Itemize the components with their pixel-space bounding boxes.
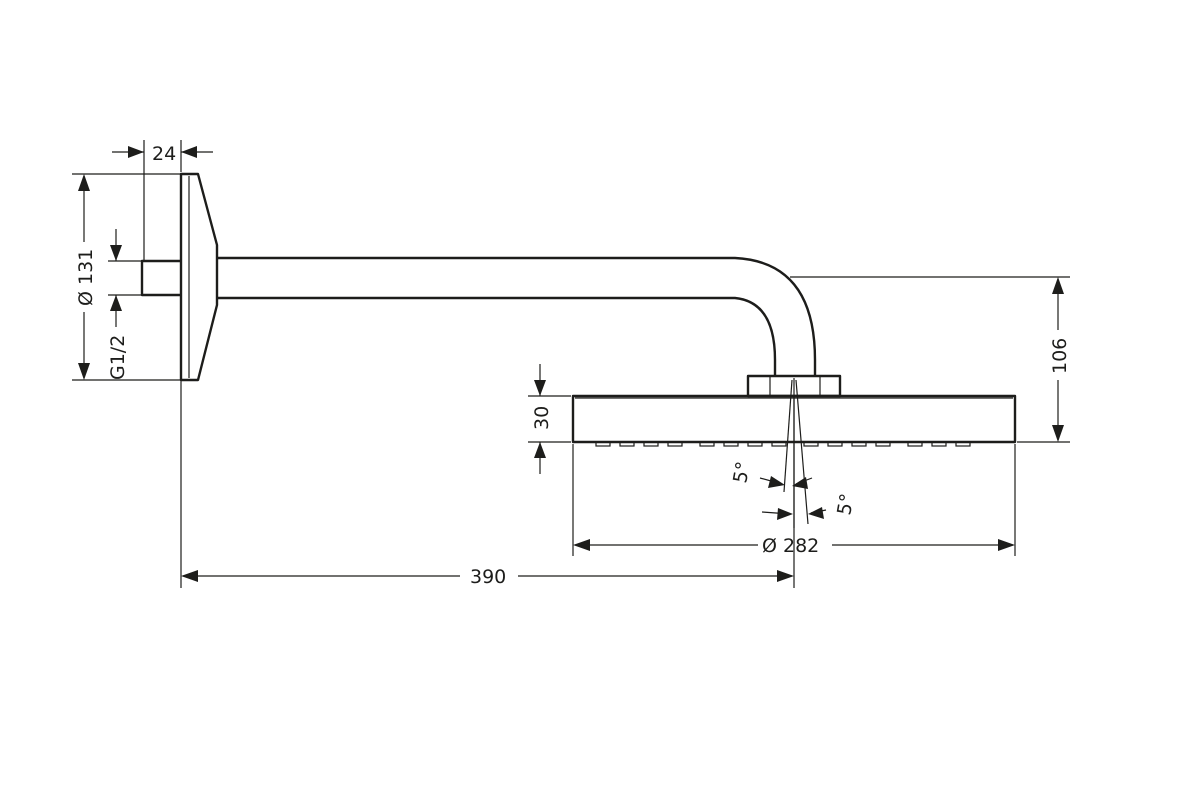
shower-arm: [217, 256, 817, 376]
wall-flange: [179, 172, 219, 382]
flange-diameter-label: Ø 131: [75, 249, 97, 306]
head-height-label: 30: [531, 406, 553, 430]
head-diameter-label: Ø 282: [762, 535, 819, 557]
dimension-tilt-angles: 5° 5°: [729, 378, 859, 528]
arm-projection-label: 390: [470, 566, 506, 588]
thread-connector: [140, 259, 181, 297]
dimension-flange-diameter: Ø 131: [72, 173, 181, 381]
thread-label: G1/2: [107, 335, 129, 380]
shower-head: [571, 394, 1017, 444]
shower-arm-lower-edge: [217, 296, 777, 376]
tilt-right-label: 5°: [833, 492, 858, 517]
dimension-head-diameter: Ø 282: [572, 444, 1016, 557]
dimension-thread: G1/2: [107, 229, 142, 380]
dimension-total-drop: 106: [790, 276, 1071, 443]
dimension-flange-depth: 24: [112, 140, 213, 260]
tilt-left-label: 5°: [729, 460, 754, 485]
dimension-arm-projection: 390: [180, 380, 795, 588]
dimension-head-height: 30: [528, 364, 571, 474]
flange-depth-label: 24: [152, 143, 176, 165]
total-drop-label: 106: [1049, 338, 1071, 374]
spray-nozzles: [595, 441, 971, 447]
shower-arm-assembly: [140, 172, 1017, 447]
